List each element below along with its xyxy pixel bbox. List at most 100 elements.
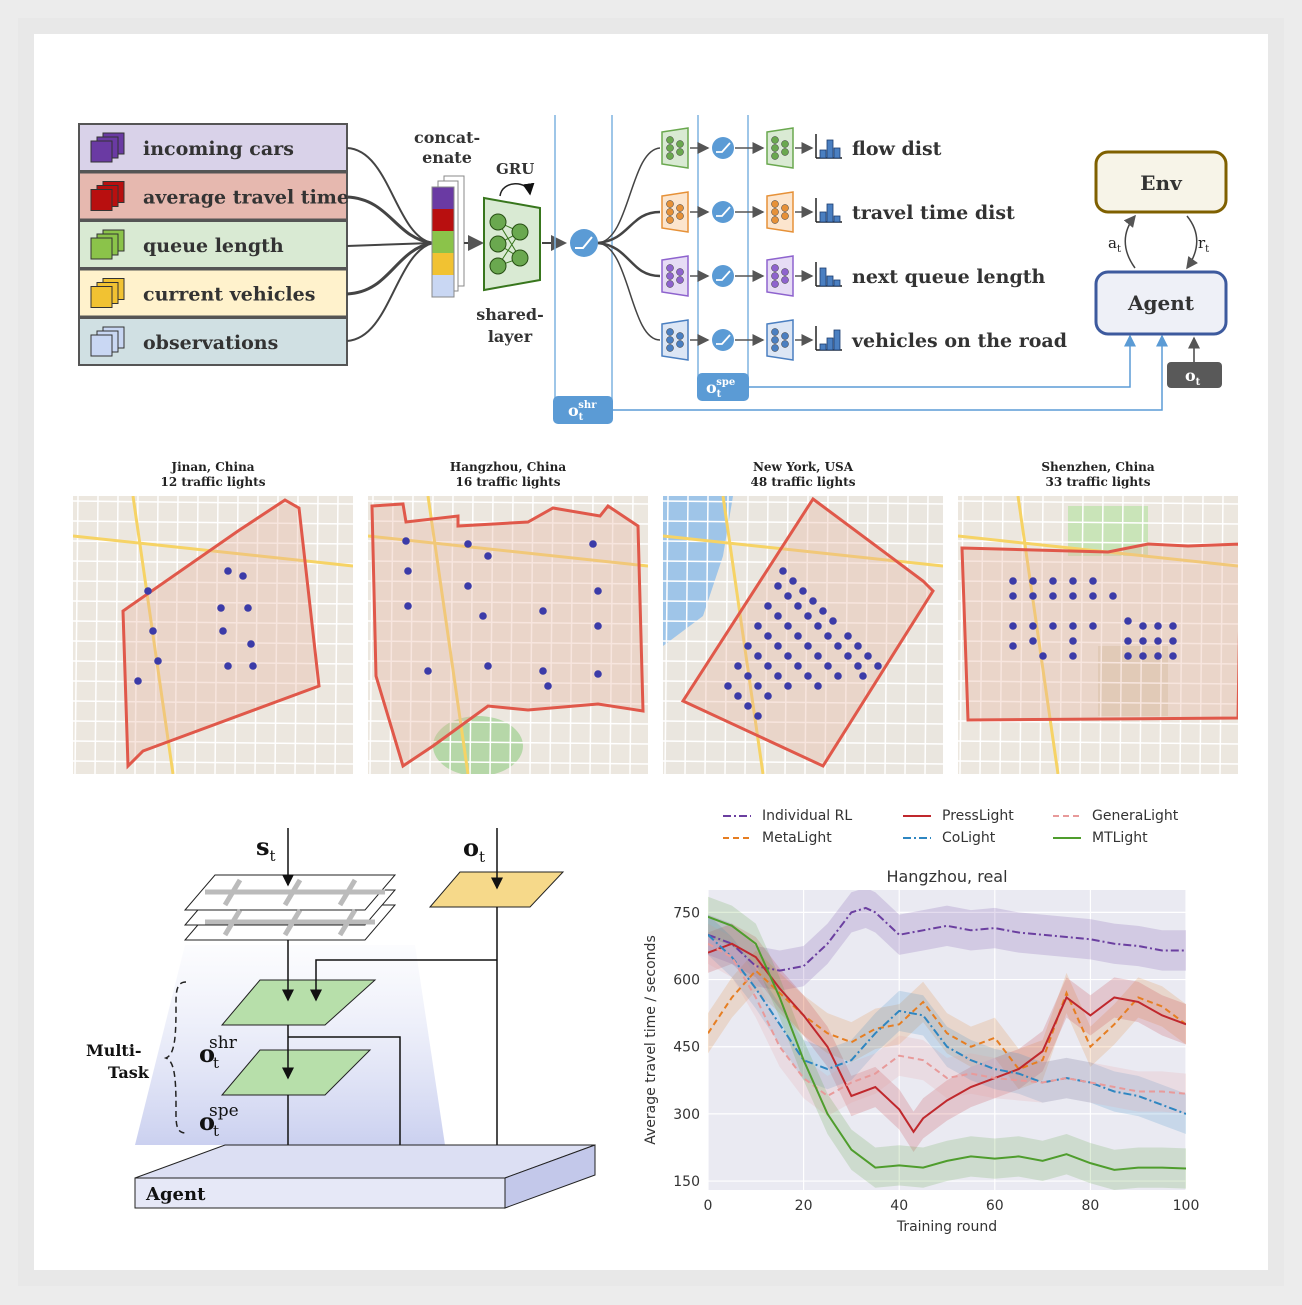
traffic-light-dot	[424, 667, 432, 675]
traffic-light-dot	[1069, 592, 1077, 600]
gru-shared-layer	[483, 182, 541, 292]
map-image	[368, 496, 648, 774]
traffic-light-dot	[544, 682, 552, 690]
legend-label: MetaLight	[762, 830, 832, 846]
task-head: vehicles on the road	[661, 319, 1067, 361]
traffic-light-dot	[799, 587, 807, 595]
svg-text:rt: rt	[1198, 234, 1209, 255]
traffic-light-dot	[794, 662, 802, 670]
traffic-light-dot	[764, 692, 772, 700]
traffic-light-dot	[1009, 642, 1017, 650]
traffic-light-dot	[154, 657, 162, 665]
task-head: flow dist	[661, 127, 942, 169]
traffic-light-dot	[844, 632, 852, 640]
traffic-light-dot	[814, 652, 822, 660]
traffic-light-dot	[1049, 577, 1057, 585]
traffic-light-dot	[589, 540, 597, 548]
region-boundary	[960, 542, 1238, 722]
traffic-light-dot	[794, 632, 802, 640]
traffic-light-dot	[484, 552, 492, 560]
traffic-light-dot	[404, 602, 412, 610]
traffic-light-dot	[224, 567, 232, 575]
traffic-light-dot	[1089, 622, 1097, 630]
traffic-light-dot	[247, 640, 255, 648]
traffic-light-dot	[804, 612, 812, 620]
traffic-light-dot	[1109, 592, 1117, 600]
stack-icon	[90, 278, 125, 308]
traffic-light-dot	[1029, 592, 1037, 600]
svg-text:otshr: otshr	[568, 400, 597, 423]
traffic-light-dot	[1069, 622, 1077, 630]
traffic-light-dot	[744, 702, 752, 710]
traffic-light-dot	[784, 622, 792, 630]
head-label: travel time dist	[852, 202, 1015, 224]
shared-activation-icon	[570, 229, 598, 257]
traffic-light-dot	[464, 582, 472, 590]
traffic-light-dot	[824, 632, 832, 640]
traffic-light-dot	[1049, 622, 1057, 630]
legend-item: MetaLight	[722, 830, 832, 846]
traffic-light-dot	[1029, 622, 1037, 630]
map-lights: 12 traffic lights	[160, 475, 266, 489]
map-image	[73, 496, 353, 774]
traffic-light-dot	[854, 642, 862, 650]
traffic-light-dot	[1169, 622, 1177, 630]
traffic-light-dot	[149, 627, 157, 635]
gru-label: GRU	[496, 160, 535, 178]
map-image	[958, 496, 1238, 774]
histogram-icon	[815, 262, 842, 287]
head-label: flow dist	[852, 138, 942, 160]
edge-queue	[346, 242, 433, 247]
agent-box: Agent	[1094, 270, 1228, 336]
traffic-light-dot	[819, 607, 827, 615]
traffic-light-dot	[744, 672, 752, 680]
traffic-light-dot	[774, 672, 782, 680]
feature-row: current vehicles	[78, 268, 348, 318]
o-spe-badge: otspe	[697, 373, 749, 401]
traffic-light-dot	[814, 682, 822, 690]
map-city: Shenzhen, China	[1041, 460, 1155, 474]
feature-row: queue length	[78, 220, 348, 269]
legend-label: Individual RL	[762, 808, 853, 824]
edge-incoming	[346, 147, 433, 244]
head-label: vehicles on the road	[851, 330, 1067, 352]
region-boundary	[370, 502, 645, 769]
traffic-light-dot	[824, 662, 832, 670]
traffic-light-dot	[774, 612, 782, 620]
traffic-light-dot	[1124, 637, 1132, 645]
stack-icon	[90, 181, 125, 211]
traffic-light-dot	[789, 577, 797, 585]
histogram-icon	[815, 134, 842, 159]
traffic-light-dot	[1069, 577, 1077, 585]
traffic-light-dot	[754, 682, 762, 690]
task-head: next queue length	[661, 255, 1046, 297]
traffic-light-dot	[539, 667, 547, 675]
feature-label: average travel time	[143, 187, 349, 209]
traffic-light-dot	[249, 662, 257, 670]
traffic-light-dot	[134, 677, 142, 685]
traffic-light-dot	[464, 540, 472, 548]
feature-row: average travel time	[78, 171, 349, 221]
traffic-light-dot	[1039, 652, 1047, 660]
map-city: New York, USA	[752, 460, 854, 474]
traffic-light-dot	[402, 537, 410, 545]
map-lights: 48 traffic lights	[750, 475, 856, 489]
traffic-light-dot	[1009, 577, 1017, 585]
traffic-light-dot	[239, 572, 247, 580]
stack-icon	[90, 132, 125, 163]
traffic-light-dot	[774, 582, 782, 590]
traffic-light-dot	[844, 652, 852, 660]
legend-item: Individual RL	[722, 808, 852, 824]
traffic-light-dot	[244, 604, 252, 612]
map-lights: 33 traffic lights	[1045, 475, 1151, 489]
traffic-light-dot	[404, 567, 412, 575]
traffic-light-dot	[1124, 652, 1132, 660]
traffic-light-dot	[1139, 652, 1147, 660]
traffic-light-dot	[479, 612, 487, 620]
traffic-light-dot	[1069, 637, 1077, 645]
traffic-light-dot	[764, 602, 772, 610]
traffic-light-dot	[594, 622, 602, 630]
traffic-light-dot	[1029, 637, 1037, 645]
histogram-icon	[815, 326, 842, 351]
